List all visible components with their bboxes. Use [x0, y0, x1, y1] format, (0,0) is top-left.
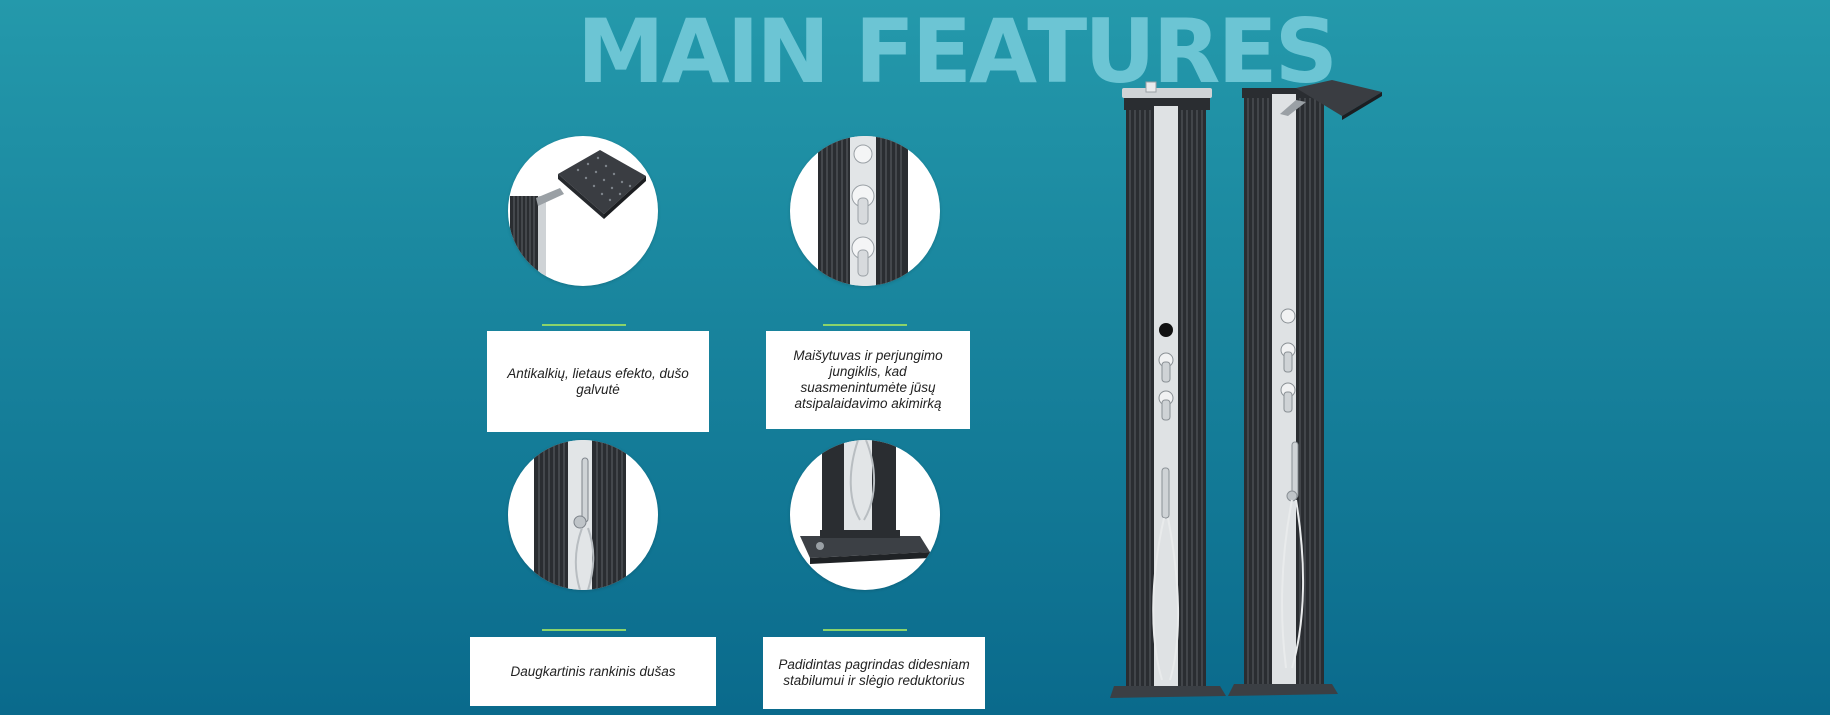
accent-divider — [542, 629, 626, 631]
feature-caption: Antikalkių, lietaus efekto, dušo galvutė — [487, 331, 709, 432]
accent-divider — [823, 629, 907, 631]
feature-caption: Daugkartinis rankinis dušas — [470, 637, 716, 706]
outdoor-shower-columns-icon — [1110, 80, 1390, 715]
hand-shower-icon — [508, 440, 658, 590]
rain-shower-head-icon — [508, 136, 658, 286]
page-title: MAIN FEATURES — [577, 0, 1338, 103]
feature-caption: Maišytuvas ir perjungimo jungiklis, kad … — [766, 331, 970, 429]
accent-divider — [542, 324, 626, 326]
shower-base-icon — [790, 440, 940, 590]
accent-divider — [823, 324, 907, 326]
feature-caption: Padidintas pagrindas didesniam stabilumu… — [763, 637, 985, 709]
mixer-switch-icon — [790, 136, 940, 286]
